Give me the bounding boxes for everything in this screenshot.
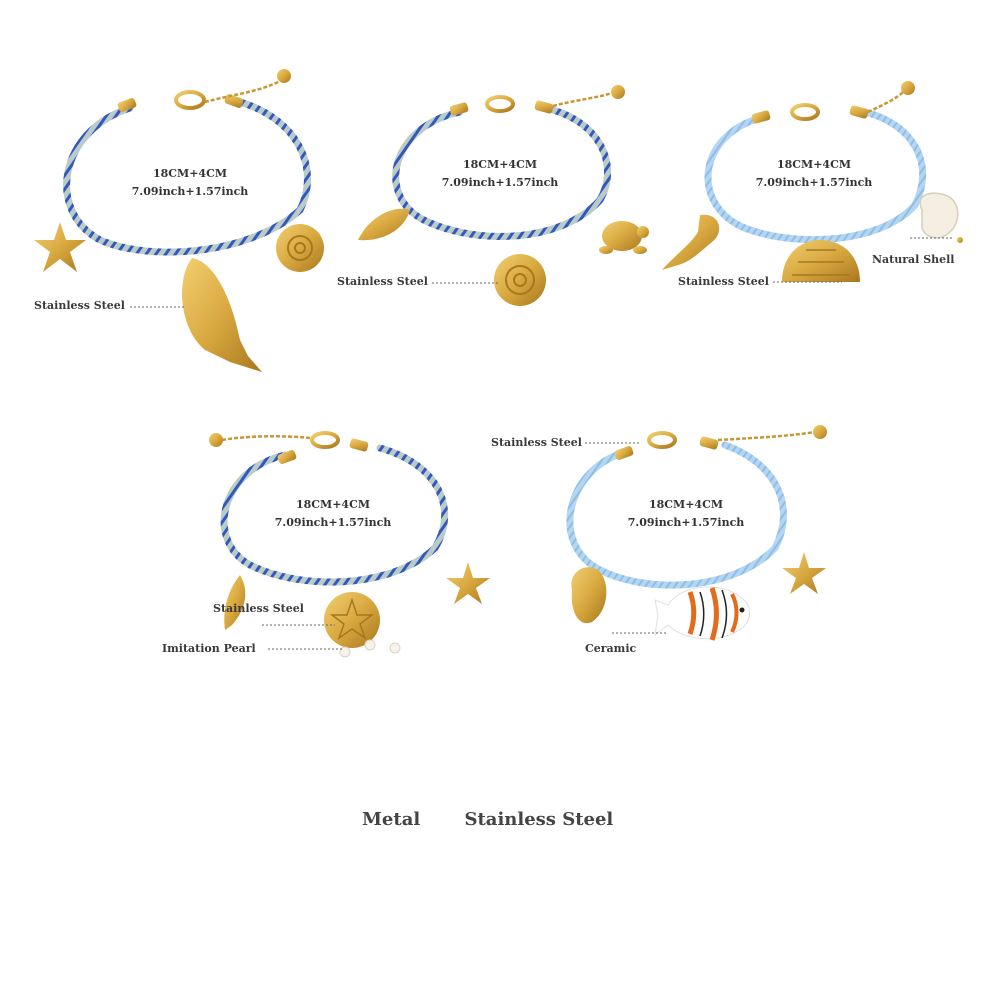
crimp xyxy=(699,436,719,450)
starfish-charm xyxy=(782,552,826,594)
natural-shell-charm xyxy=(919,192,959,239)
lobster-clasp xyxy=(310,431,340,449)
material-callout: Stainless Steel xyxy=(34,299,125,312)
crimp xyxy=(277,450,297,464)
extender-chain xyxy=(552,90,616,108)
lobster-clasp xyxy=(647,431,677,449)
extender-chain xyxy=(221,435,311,442)
tag xyxy=(813,425,827,439)
clam-charm xyxy=(782,240,860,282)
size-label-3: 18CM+4CM 7.09inch+1.57inch xyxy=(734,156,894,192)
material-callout: Imitation Pearl xyxy=(162,642,256,655)
bracelet-1 xyxy=(34,69,324,372)
size-cm: 18CM+4CM xyxy=(462,158,538,171)
ammonite-charm xyxy=(494,254,546,306)
bracelet-4 xyxy=(209,431,490,658)
starfish-charm xyxy=(446,562,490,604)
crimp xyxy=(224,94,244,108)
material-callout: Ceramic xyxy=(585,642,637,655)
turtle-charm xyxy=(599,221,649,254)
material-callout: Stainless Steel xyxy=(213,602,304,615)
fish-charm xyxy=(224,575,246,630)
crimp xyxy=(534,100,554,114)
size-label-2: 18CM+4CM 7.09inch+1.57inch xyxy=(420,156,580,192)
shell-charm xyxy=(358,208,410,241)
size-cm: 18CM+4CM xyxy=(152,167,228,180)
crimp xyxy=(117,98,137,112)
size-label-5: 18CM+4CM 7.09inch+1.57inch xyxy=(606,496,766,532)
extender-chain xyxy=(717,430,816,442)
material-callout: Stainless Steel xyxy=(678,275,769,288)
bracelet-3 xyxy=(662,81,963,283)
crimp xyxy=(349,438,369,452)
bracelet-5 xyxy=(566,425,827,641)
pearl xyxy=(389,642,401,654)
pearl xyxy=(364,639,376,651)
ceramic-fish-charm xyxy=(654,586,750,641)
crimp xyxy=(849,105,869,119)
size-inch: 7.09inch+1.57inch xyxy=(627,516,745,529)
crimp xyxy=(751,110,771,124)
lobster-clasp xyxy=(485,95,515,113)
cord xyxy=(392,104,612,240)
extender-chain xyxy=(867,89,906,114)
fish-charm xyxy=(182,258,262,372)
crimp xyxy=(449,102,469,116)
cord xyxy=(704,108,927,244)
size-cm: 18CM+4CM xyxy=(295,498,371,511)
sand-dollar-charm xyxy=(324,592,380,648)
tag xyxy=(611,85,625,99)
size-label-4: 18CM+4CM 7.09inch+1.57inch xyxy=(253,496,413,532)
material-callout: Stainless Steel xyxy=(491,436,582,449)
tag xyxy=(901,81,915,95)
size-cm: 18CM+4CM xyxy=(776,158,852,171)
lobster-clasp xyxy=(790,103,820,121)
tag xyxy=(277,69,291,83)
starfish-charm xyxy=(34,222,86,272)
material-callout: Natural Shell xyxy=(872,253,955,266)
seahorse-charm xyxy=(662,214,720,270)
extender-chain xyxy=(204,78,283,104)
lobster-clasp xyxy=(174,90,206,110)
size-inch: 7.09inch+1.57inch xyxy=(274,516,392,529)
size-label-1: 18CM+4CM 7.09inch+1.57inch xyxy=(110,165,270,201)
size-cm: 18CM+4CM xyxy=(648,498,724,511)
size-inch: 7.09inch+1.57inch xyxy=(755,176,873,189)
material-callout: Stainless Steel xyxy=(337,275,428,288)
size-inch: 7.09inch+1.57inch xyxy=(131,185,249,198)
size-inch: 7.09inch+1.57inch xyxy=(441,176,559,189)
material-spec-row: Metal Stainless Steel xyxy=(362,809,613,830)
spec-key: Metal xyxy=(362,809,421,830)
spiral-shell-charm xyxy=(276,224,324,272)
pearl xyxy=(339,646,351,658)
cord xyxy=(220,444,449,586)
crimp xyxy=(614,446,634,460)
cowrie-charm xyxy=(571,567,607,624)
bracelet-2 xyxy=(358,85,649,306)
spec-value: Stainless Steel xyxy=(464,809,614,830)
tag xyxy=(209,433,223,447)
cord xyxy=(566,441,787,589)
cord xyxy=(63,98,311,256)
